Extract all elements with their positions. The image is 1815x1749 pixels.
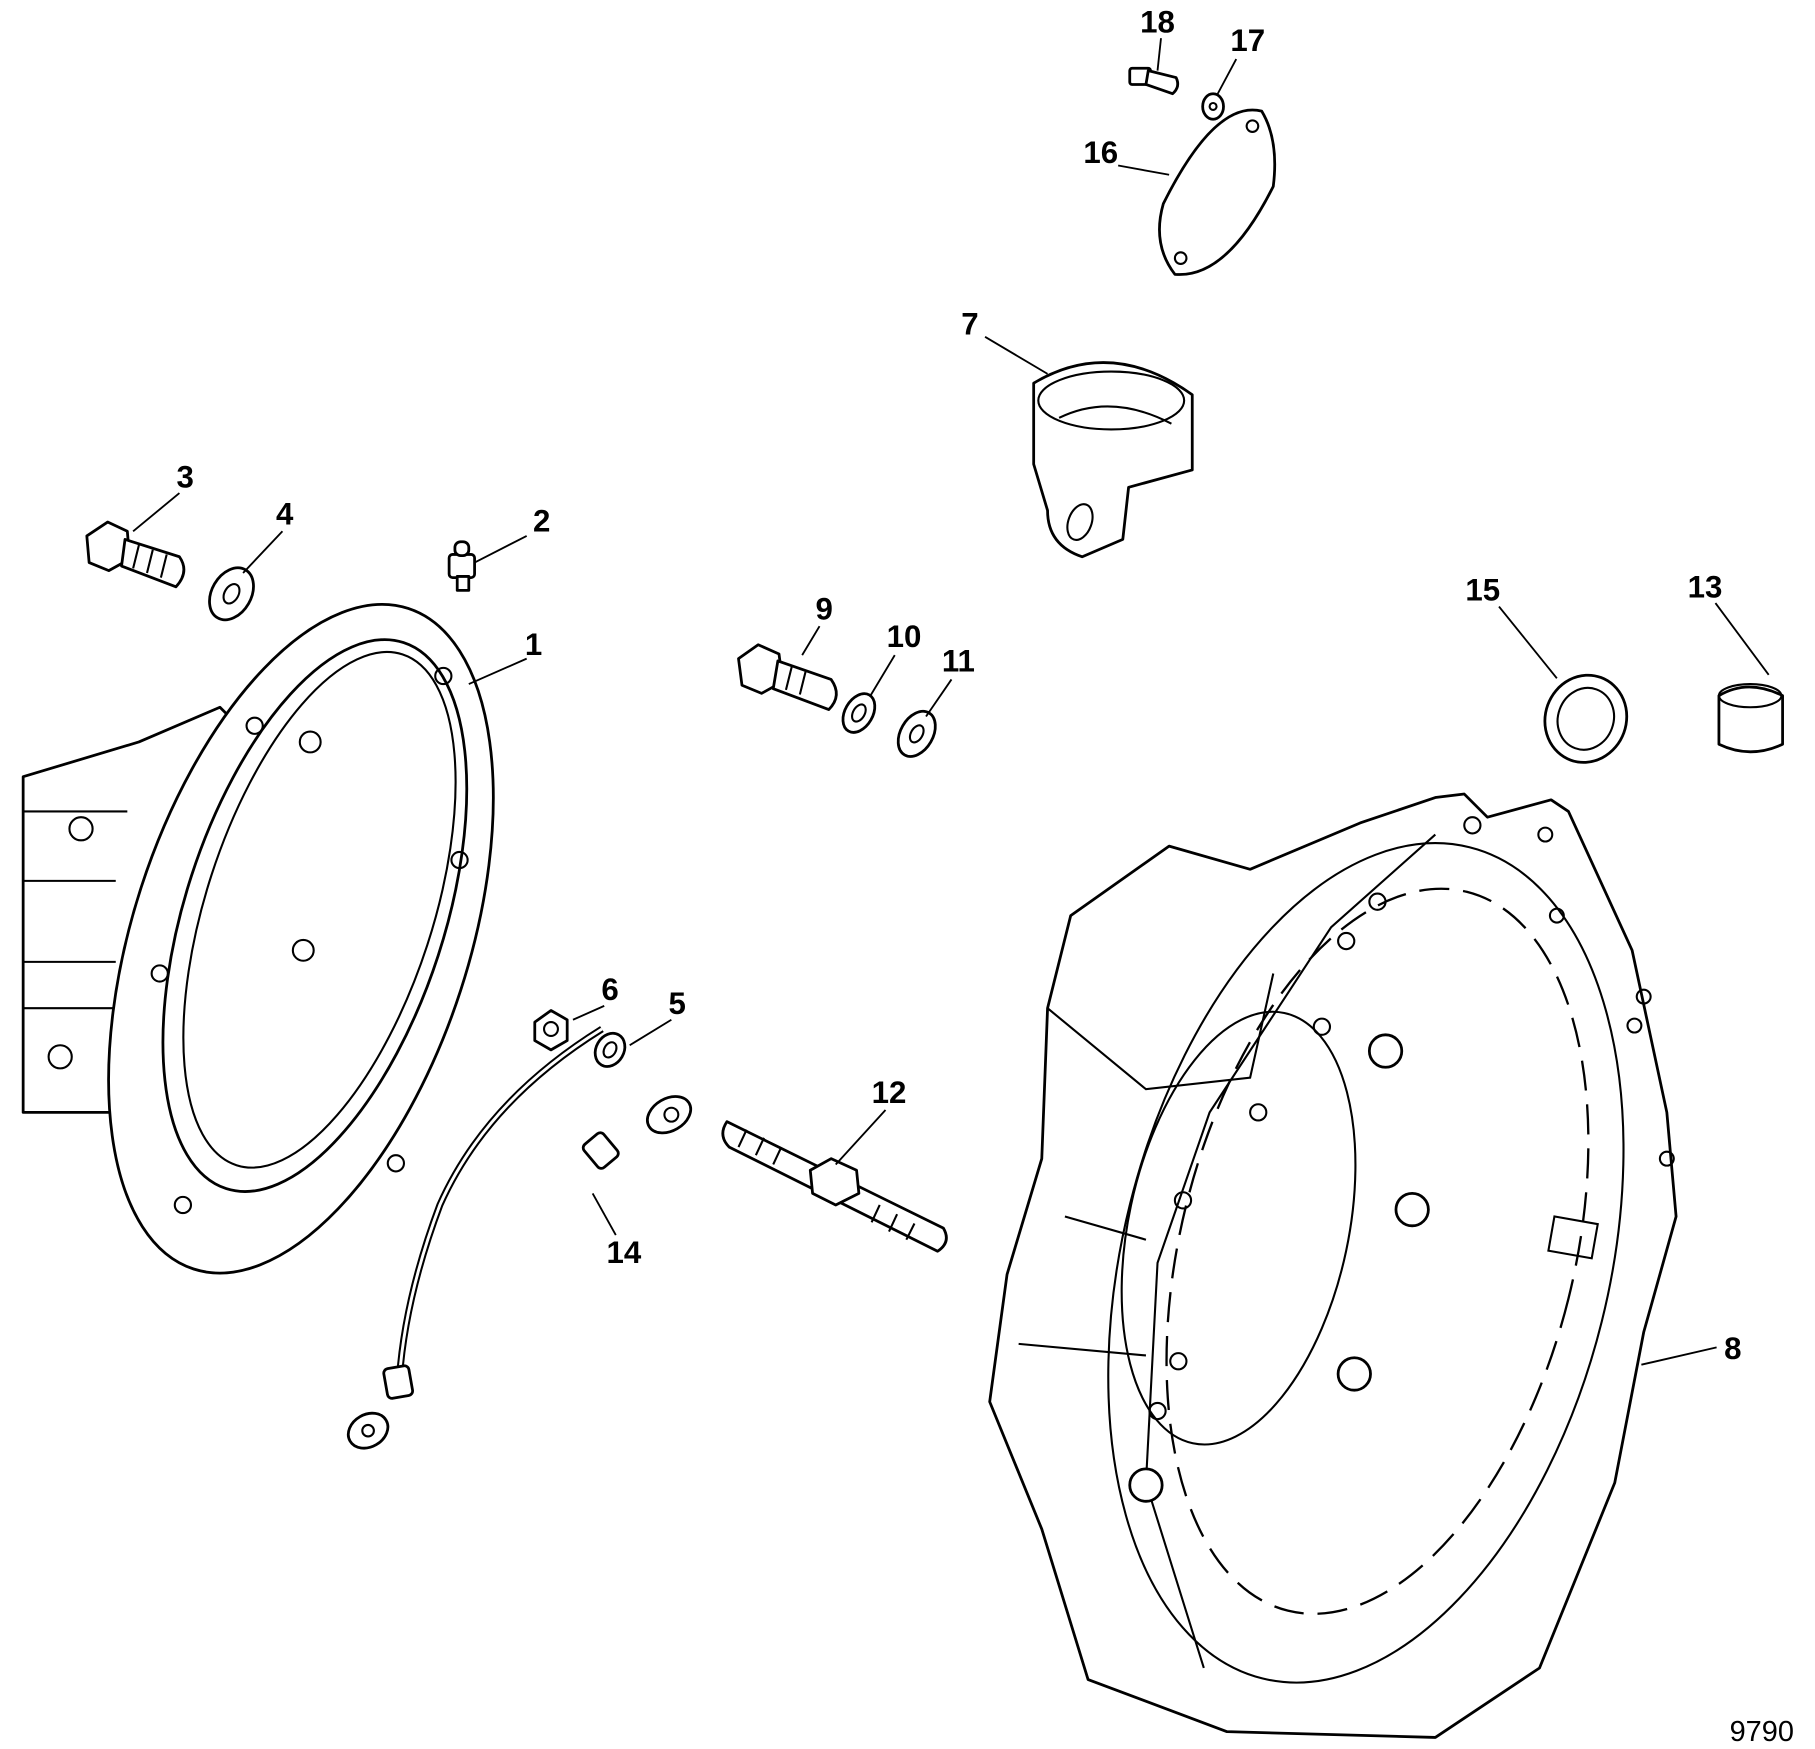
callout-9: 9 <box>815 591 832 626</box>
callout-12: 12 <box>872 1075 907 1110</box>
part-11-washer <box>896 709 937 758</box>
callout-2: 2 <box>533 503 550 538</box>
callout-15: 15 <box>1465 573 1500 608</box>
part-13-plug <box>1717 683 1784 754</box>
callout-13: 13 <box>1688 569 1723 604</box>
part-14-ground-cable <box>346 1026 693 1450</box>
callout-4: 4 <box>276 496 294 531</box>
callout-labels: 3 4 2 1 7 9 10 11 15 13 16 17 18 6 5 12 … <box>177 4 1794 1748</box>
part-1-housing-adapter <box>21 603 495 1275</box>
callout-16: 16 <box>1083 135 1118 170</box>
leader-lines <box>132 38 1770 1366</box>
part-12-stud <box>721 1120 948 1253</box>
callout-14: 14 <box>607 1235 642 1270</box>
callout-6: 6 <box>601 972 618 1007</box>
part-2-fitting <box>447 540 476 592</box>
part-7-clamp <box>1032 361 1194 559</box>
part-18-screw <box>1128 66 1180 96</box>
callout-5: 5 <box>668 986 685 1021</box>
callout-7: 7 <box>961 307 978 342</box>
figure-number: 9790 <box>1730 1716 1794 1748</box>
callout-10: 10 <box>887 619 922 654</box>
part-3-bolt <box>85 520 186 589</box>
callout-11: 11 <box>942 643 975 678</box>
part-9-bolt <box>737 643 838 711</box>
callout-3: 3 <box>177 459 194 494</box>
part-17-washer <box>1201 92 1225 121</box>
callout-18: 18 <box>1140 4 1175 39</box>
part-5-lockwasher <box>593 1031 627 1068</box>
callout-17: 17 <box>1230 23 1265 58</box>
callout-1: 1 <box>525 627 542 662</box>
part-10-lockwasher <box>841 692 877 734</box>
callout-8: 8 <box>1724 1331 1741 1366</box>
part-6-nut <box>533 1009 569 1052</box>
part-8-flywheel-housing <box>988 792 1678 1739</box>
part-15-seal <box>1543 673 1629 764</box>
part-4-washer <box>208 566 255 622</box>
part-16-cover-plate <box>1158 108 1277 276</box>
